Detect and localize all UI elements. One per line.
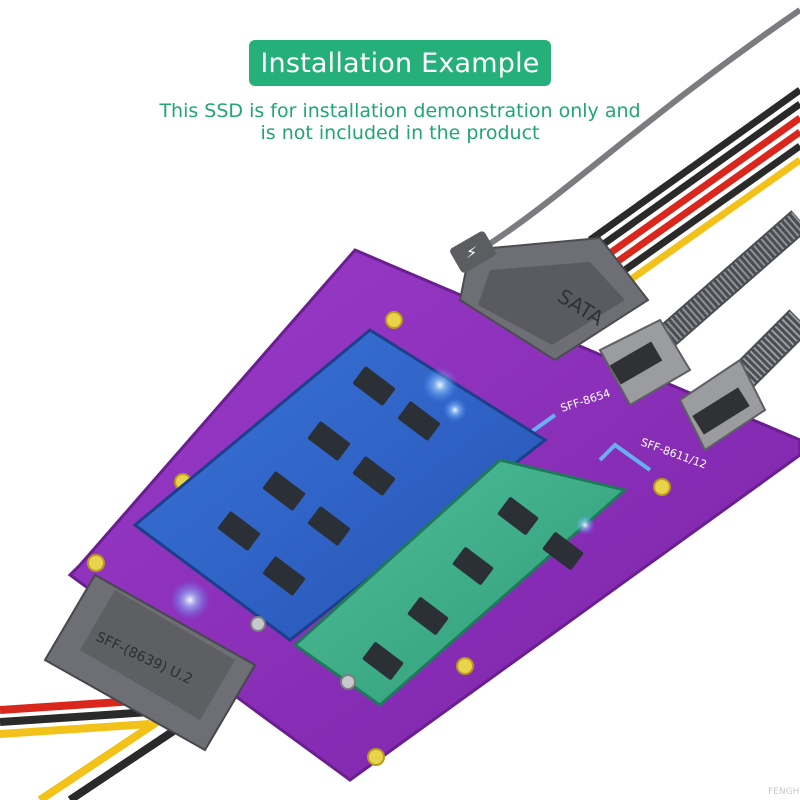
u2-power-wires (0, 696, 178, 800)
lightning-icon: ⚡ (466, 243, 477, 262)
green-m2-ssd (292, 458, 629, 707)
caption-line-2: is not included in the product (260, 122, 540, 144)
sata-power-connector: SATA (458, 236, 650, 362)
installation-example-banner: Installation Example (249, 40, 551, 86)
sata-power-cable-bundle (587, 87, 800, 283)
green-ssd-chips (362, 497, 584, 680)
sff-8639-u2-connector: SFF-(8639) U.2 (43, 573, 257, 752)
demo-disclaimer-caption: This SSD is for installation demonstrati… (120, 100, 680, 144)
blue-ssd-chips (218, 366, 440, 596)
gray-sideband-cable (478, 7, 800, 253)
mounting-holes (87, 311, 671, 766)
blue-m2-ssd (132, 328, 548, 642)
watermark: FENGH (768, 787, 799, 797)
usb-cable-plug: ⚡ (450, 231, 496, 273)
blue-ssd-screw (250, 616, 266, 632)
activity-leds (170, 367, 595, 620)
green-ssd-screw (340, 674, 356, 690)
caption-line-1: This SSD is for installation demonstrati… (159, 100, 641, 122)
